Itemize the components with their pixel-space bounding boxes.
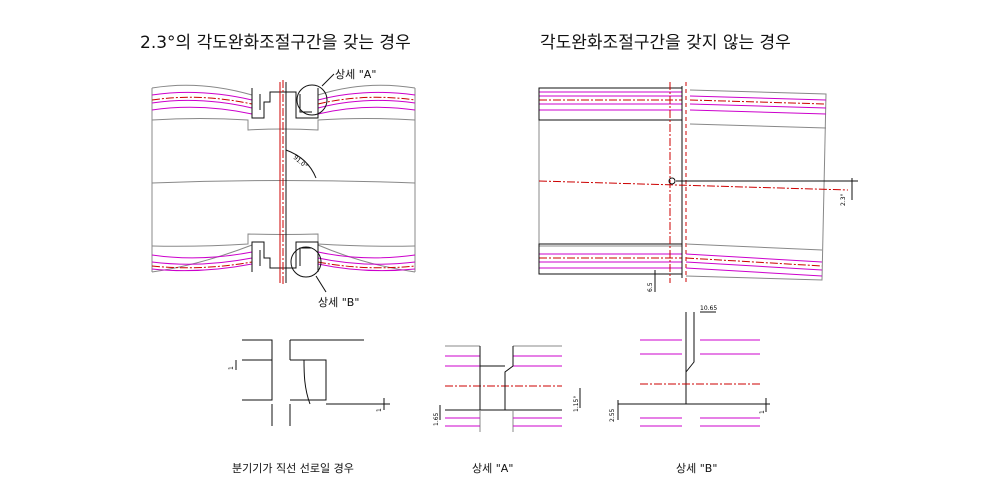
caption-straight: 분기기가 직선 선로일 경우 — [232, 462, 354, 475]
label-detail-b-top: 상세 "B" — [318, 296, 360, 309]
caption-detail-a: 상세 "A" — [472, 462, 514, 475]
dim-b-top: 10.65 — [700, 305, 717, 312]
dim-a-right: 1.15° — [573, 396, 580, 412]
dim-b-right: 1 — [759, 410, 766, 414]
dim-a-left: 1.65 — [433, 412, 440, 426]
title-right: 각도완화조절구간을 갖지 않는 경우 — [540, 33, 791, 53]
detail-b: 10.65 2.55 1 — [609, 305, 770, 427]
detail-a: 1.65 1.15° — [433, 345, 581, 432]
caption-detail-b: 상세 "B" — [676, 462, 718, 475]
dim-angle-left: 91.0° — [292, 154, 309, 170]
left-diagram: 91.0° — [151, 73, 416, 293]
label-detail-a-top: 상세 "A" — [335, 68, 377, 81]
title-left: 2.3°의 각도완화조절구간을 갖는 경우 — [140, 33, 411, 53]
detail-straight: 1 1 — [228, 339, 390, 426]
dim-d1-right: 1 — [376, 408, 383, 412]
right-diagram: 2.3° 6.5 — [538, 82, 858, 292]
dim-right-bottom: 6.5 — [647, 282, 654, 292]
dim-d1-left: 1 — [228, 366, 235, 370]
dim-angle-right: 2.3° — [840, 193, 847, 206]
dim-b-left: 2.55 — [609, 408, 616, 422]
